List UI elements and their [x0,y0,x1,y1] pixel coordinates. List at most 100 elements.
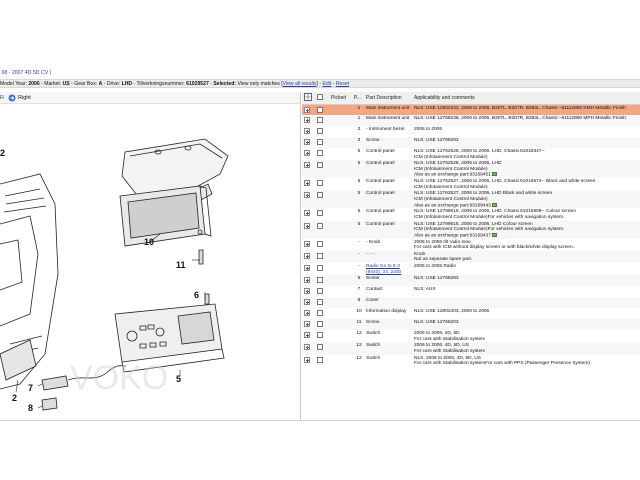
expand-row-icon[interactable] [304,321,310,328]
position-cell: 5 [357,149,361,154]
expand-row-icon[interactable] [304,277,310,284]
part-description-cell[interactable]: Radio Go to 9-3 (9440), 34, 2400 [364,263,412,275]
expand-row-icon[interactable] [304,128,310,134]
pick-checkbox[interactable] [317,210,323,217]
expand-row-icon[interactable] [304,117,310,123]
header-position[interactable]: P... [352,92,364,105]
expand-row-icon[interactable] [304,299,310,306]
pick-checkbox[interactable] [317,180,323,187]
exchange-part-icon[interactable] [491,202,497,207]
pick-checkbox[interactable] [317,162,323,169]
pick-checkbox[interactable] [317,128,323,134]
position-cell: 12 [352,342,364,355]
expand-row-icon[interactable] [304,356,310,363]
arrow-right-icon[interactable] [8,94,16,102]
pick-checkbox[interactable] [317,344,323,351]
pick-checkbox[interactable] [317,265,323,272]
toolbar-left-glyph[interactable]: R [0,95,4,101]
pick-checkbox[interactable] [317,139,323,145]
bottom-blank-area [0,420,640,480]
expand-row-icon[interactable] [304,192,310,199]
picked-cell [315,178,329,190]
breadcrumb[interactable]: 08 - 2007 4D 5D CV ) [0,70,52,76]
expand-row-icon[interactable] [304,150,310,156]
expand-cell [302,319,315,331]
pick-checkbox[interactable] [317,299,323,306]
expand-cell [302,115,315,126]
header-picked[interactable]: Picked [329,92,352,105]
expand-row-icon[interactable] [304,180,310,187]
expand-row-icon[interactable] [304,310,310,317]
pick-checkbox[interactable] [317,117,323,123]
edit-link[interactable]: Edit [322,81,332,87]
picked-cell [315,308,329,319]
applicability-line: NLS: USE 12802332, 2006 to 2006, B207L, … [414,105,626,111]
applicability-line: Also as an exchange part:93169437 [414,233,491,239]
pick-checkbox[interactable] [317,321,323,328]
grid-icon[interactable] [304,92,312,101]
pick-checkbox[interactable] [317,106,323,113]
pick-checkbox[interactable] [317,240,323,247]
expand-row-icon[interactable] [304,332,310,339]
expand-cell [302,308,315,319]
reset-link[interactable]: Reset [335,81,350,87]
pane-divider[interactable] [300,92,301,420]
part-description-cell: Information display [366,309,407,315]
pick-checkbox[interactable] [317,310,323,317]
expand-row-icon[interactable] [304,139,310,145]
pick-checkbox[interactable] [317,252,323,259]
picked-cell [315,342,329,355]
select-all-checkbox[interactable] [317,94,323,101]
pick-checkbox[interactable] [317,356,323,363]
expand-row-icon[interactable] [304,344,310,351]
exchange-part-icon[interactable] [491,232,497,237]
right-view-button[interactable]: Right [18,95,31,101]
pick-checkbox[interactable] [317,288,323,295]
applicability-cell: NLS: AUX [412,286,640,297]
pick-checkbox[interactable] [317,222,323,229]
exchange-part-icon[interactable] [491,172,497,177]
expand-row-icon[interactable] [304,252,310,259]
expand-row-icon[interactable] [304,240,310,247]
header-part-description[interactable]: Part Description [364,92,412,105]
pick-checkbox[interactable] [317,150,323,156]
pick-checkbox[interactable] [317,277,323,284]
expand-row-icon[interactable] [304,210,310,217]
pick-checkbox[interactable] [317,192,323,199]
expand-row-icon[interactable] [304,106,310,113]
position-cell: 12 [356,331,362,337]
header-applicability[interactable]: Applicability and comments [412,92,640,105]
diagram-toolbar: R Right [0,92,300,104]
applicability-line: ICM (Infotainment Control Module) [414,166,488,172]
part-description-cell: Cover [364,297,412,309]
expand-row-icon[interactable] [304,162,310,169]
expand-row-icon[interactable] [304,265,310,272]
expand-row-icon[interactable] [304,222,310,229]
part-description-link[interactable]: Radio Go to 9-3 (9440), 34, 2400 [366,264,402,275]
pick-checkbox[interactable] [317,332,323,339]
expand-row-icon[interactable] [304,288,310,295]
header-select-all[interactable] [315,92,329,105]
view-all-results-link[interactable]: View all results [282,81,317,87]
